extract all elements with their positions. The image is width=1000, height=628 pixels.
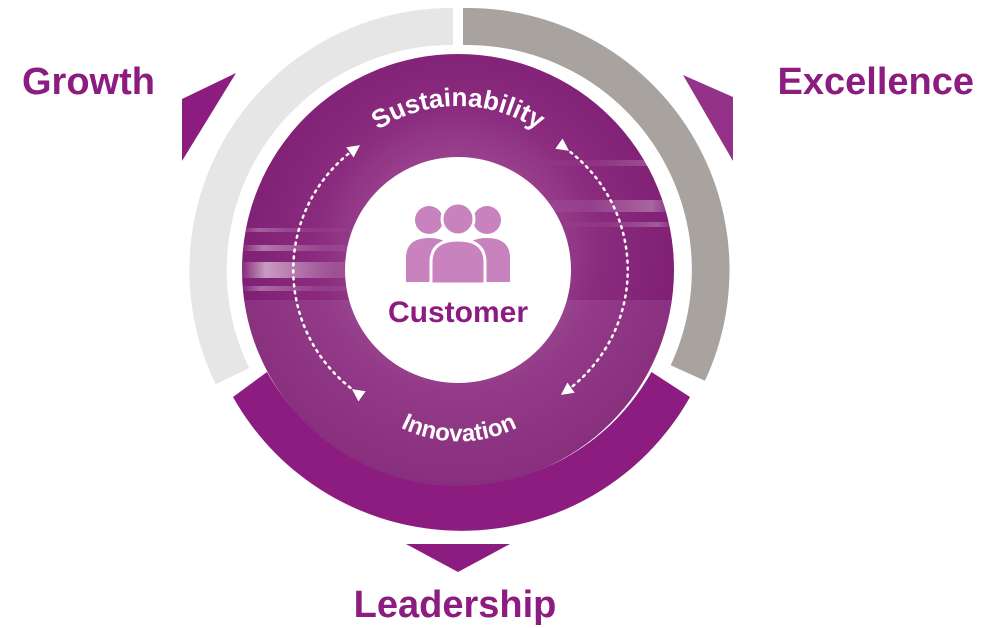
growth-pointer-triangle — [182, 73, 236, 161]
leadership-pointer-triangle — [406, 544, 510, 572]
customer-label: Customer — [388, 296, 528, 329]
leadership-ring-segment — [233, 372, 690, 531]
cycle-arrow-right — [555, 138, 629, 395]
growth-ring-segment — [189, 7, 454, 385]
excellence-pointer-triangle — [683, 75, 733, 161]
excellence-ring-segment — [463, 7, 730, 381]
excellence-label: Excellence — [777, 61, 974, 103]
growth-label: Growth — [22, 61, 155, 103]
cycle-arrow-left — [292, 145, 366, 402]
customers-group-icon — [406, 201, 510, 286]
leadership-label: Leadership — [353, 584, 557, 626]
